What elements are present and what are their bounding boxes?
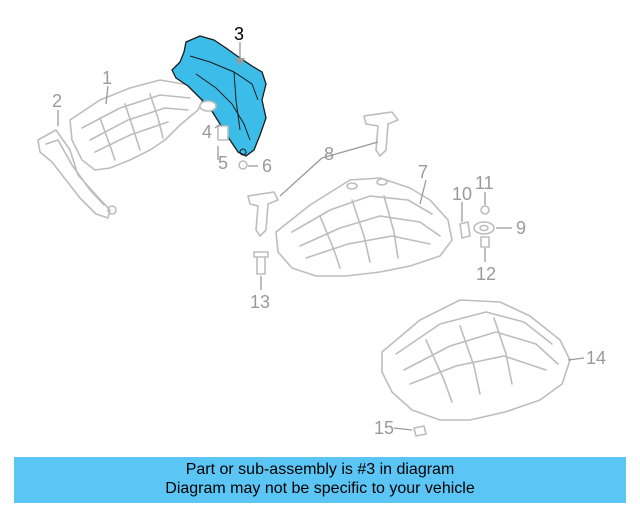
part-14-lower-plate <box>381 299 571 421</box>
callout-6: 6 <box>262 156 272 176</box>
part-9-grommet <box>473 221 495 235</box>
callout-14: 14 <box>586 348 606 368</box>
part-8-bracket-upper <box>363 111 399 157</box>
callout-1: 1 <box>102 68 112 88</box>
callout-11: 11 <box>475 173 494 193</box>
leader-lines <box>57 42 585 431</box>
callout-9: 9 <box>516 218 526 238</box>
callout-2: 2 <box>52 91 62 111</box>
part-6-screw <box>238 160 248 170</box>
part-12-bolt <box>480 236 490 248</box>
part-2-bracket <box>37 129 117 219</box>
info-banner: Part or sub-assembly is #3 in diagram Di… <box>14 457 626 503</box>
part-8-bracket-lower <box>247 191 279 237</box>
callout-7: 7 <box>418 162 428 182</box>
callout-8: 8 <box>324 144 334 164</box>
part-7-skid-plate <box>275 177 453 277</box>
part-5-clip <box>217 125 229 141</box>
banner-line-1: Part or sub-assembly is #3 in diagram <box>185 461 455 478</box>
callout-4: 4 <box>202 122 212 142</box>
callout-15: 15 <box>374 418 394 438</box>
part-3-cover-highlighted <box>171 35 267 157</box>
callout-3: 3 <box>234 24 244 44</box>
part-4-washer <box>199 100 217 112</box>
banner-line-2: Diagram may not be specific to your vehi… <box>165 480 475 497</box>
callout-13: 13 <box>250 292 270 312</box>
part-1-engine-shield <box>69 79 206 171</box>
part-15-clip <box>413 425 427 437</box>
part-13-bolt <box>253 251 269 275</box>
callout-12: 12 <box>476 264 496 284</box>
callout-labels: 1 2 3 4 5 6 7 8 9 10 11 12 13 14 15 <box>52 24 606 438</box>
callout-10: 10 <box>452 184 472 204</box>
part-10-clip <box>459 221 471 239</box>
part-11-nut <box>480 205 490 215</box>
callout-5: 5 <box>218 153 228 173</box>
